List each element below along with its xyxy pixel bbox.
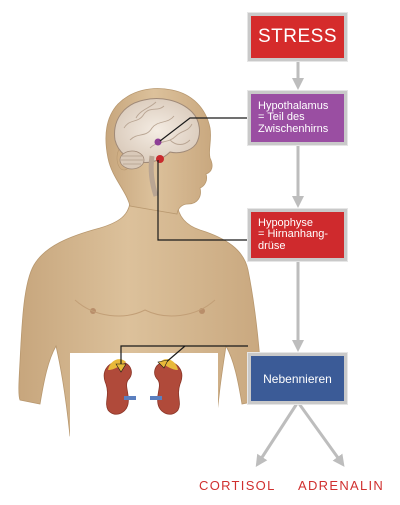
cerebellum-folds	[121, 155, 143, 165]
pituitary-marker	[156, 155, 164, 163]
nebennieren-box: Nebennieren	[248, 353, 347, 404]
renal-vessel-left	[124, 396, 136, 400]
connector-nebennieren	[120, 345, 248, 368]
flow-arrows	[255, 60, 345, 468]
stress-box: STRESS	[248, 13, 347, 61]
hypothalamus-line-3: Zwischenhirns	[258, 122, 329, 135]
brainstem	[148, 155, 159, 197]
stress-label: STRESS	[257, 26, 338, 47]
hypothalamus-line-1: Hypothalamus	[258, 99, 329, 112]
connector-arrowhead-left	[115, 363, 127, 373]
arrow-to-cortisol	[255, 403, 298, 468]
connector-hypothalamus	[159, 117, 248, 142]
hypothalamus-line-2: = Teil des	[258, 111, 305, 124]
brain	[114, 98, 200, 197]
hypophyse-line-3: drüse	[258, 239, 286, 252]
connector-arrowhead-right	[157, 359, 169, 369]
connector-hypophyse	[157, 160, 248, 241]
abdomen-window	[70, 353, 218, 437]
hypothalamus-marker	[154, 138, 162, 146]
output-adrenalin: ADRENALIN	[298, 478, 385, 493]
nebennieren-label: Nebennieren	[263, 371, 332, 386]
pectoral-line	[74, 299, 216, 317]
hypophyse-line-1: Hypophyse	[258, 216, 314, 229]
arrow-to-adrenalin	[298, 403, 345, 467]
hypophyse-box: Hypophyse = Hirnanhang- drüse	[248, 209, 347, 261]
hypophyse-line-2: = Hirnanhang-	[258, 228, 329, 241]
brain-folds	[123, 101, 193, 149]
renal-vessel-right	[150, 396, 162, 400]
output-cortisol: CORTISOL	[199, 478, 276, 493]
hypothalamus-box: Hypothalamus = Teil des Zwischenhirns	[248, 91, 347, 145]
